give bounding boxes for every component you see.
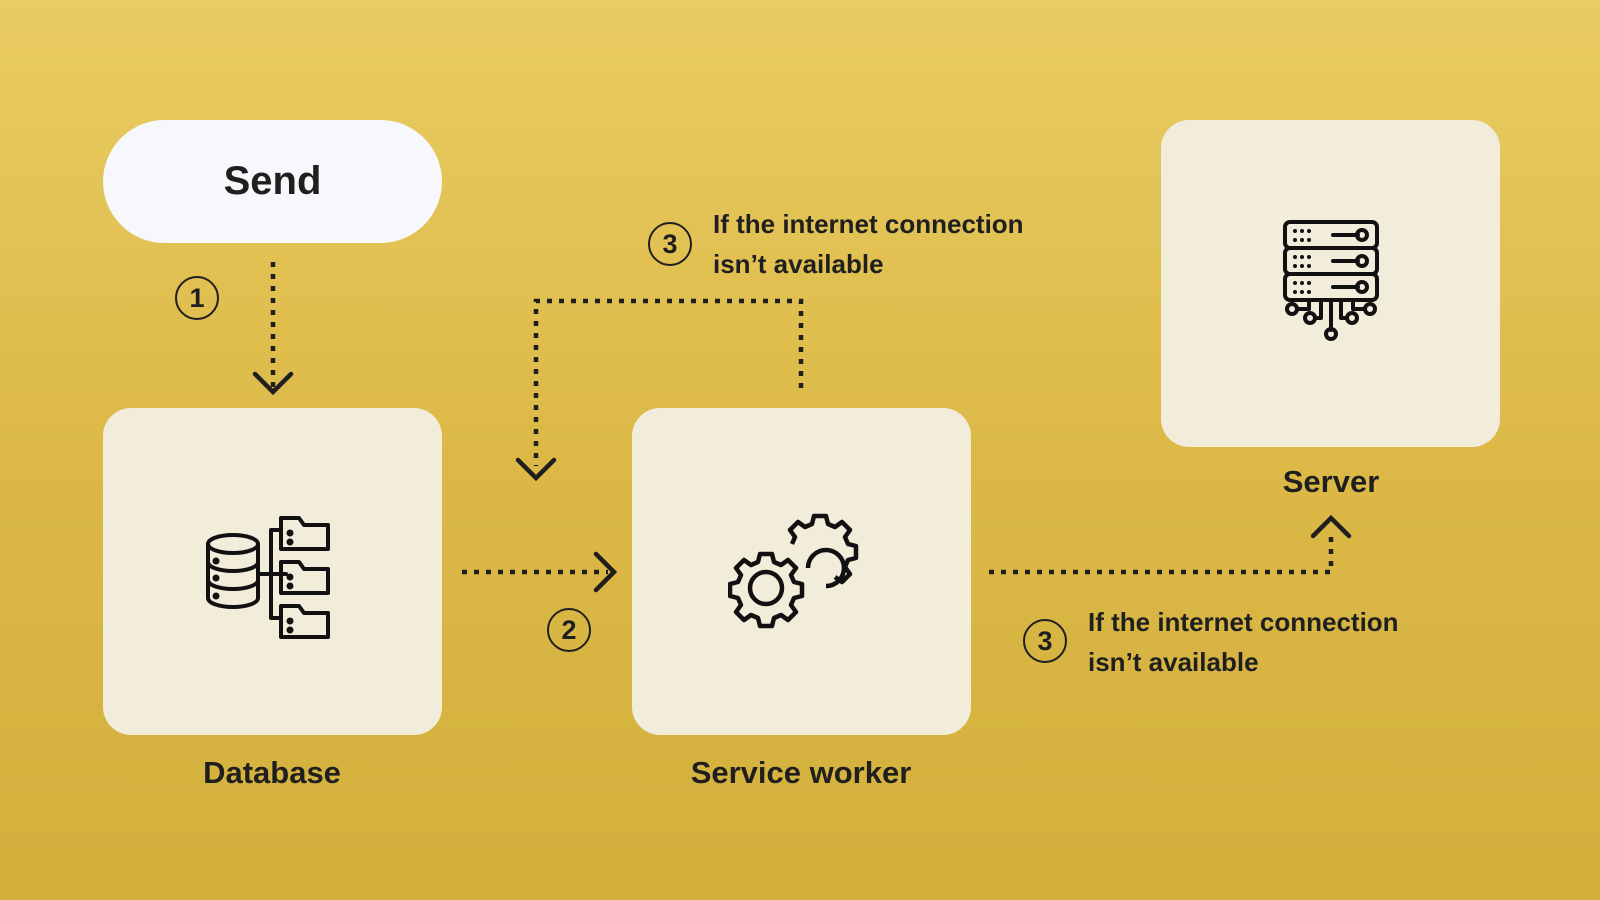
note-line: isn’t available [1088, 647, 1259, 677]
gears-icon [728, 513, 859, 629]
service-worker-card [632, 408, 971, 735]
note-line: If the internet connection [713, 209, 1024, 239]
service-worker-label: Service worker [690, 755, 912, 790]
database-folders-icon [206, 516, 330, 639]
arrow-worker-loop [533, 298, 804, 466]
step-1-badge: 1 [175, 276, 219, 320]
database-label: Database [203, 755, 341, 790]
arrowhead-up-icon [1310, 514, 1352, 539]
step-3-badge: 3 [1023, 619, 1067, 663]
arrowhead-down-icon [252, 371, 294, 396]
server-label: Server [1282, 464, 1380, 499]
database-card [103, 408, 442, 735]
send-label: Send [223, 159, 322, 203]
send-button[interactable]: Send [103, 120, 442, 243]
step-3-note: If the internet connection isn’t availab… [713, 204, 1024, 284]
arrowhead-down-icon [515, 457, 557, 482]
step-2-badge: 2 [547, 608, 591, 652]
arrowhead-right-icon [593, 551, 618, 593]
step-3-badge: 3 [648, 222, 692, 266]
server-card [1161, 120, 1500, 447]
server-icon [1283, 220, 1379, 341]
note-line: If the internet connection [1088, 607, 1399, 637]
note-line: isn’t available [713, 249, 884, 279]
arrow-worker-to-server [989, 530, 1334, 575]
step-3-note: If the internet connection isn’t availab… [1088, 602, 1399, 682]
